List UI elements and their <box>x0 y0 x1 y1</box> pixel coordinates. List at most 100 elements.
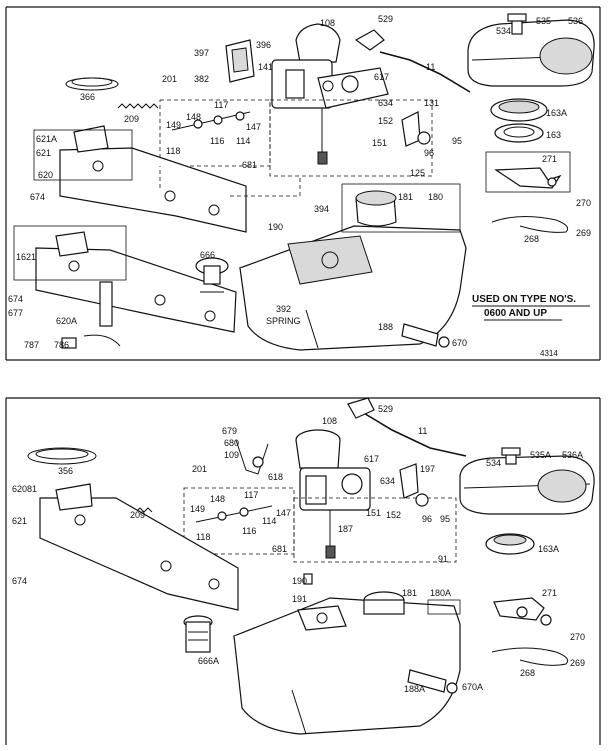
label-top-666: 666 <box>200 250 215 260</box>
label-top-269: 269 <box>576 228 591 238</box>
label-top-271: 271 <box>542 154 557 164</box>
air-filter-rings <box>490 98 548 143</box>
label-bot-536A: 536A <box>562 450 583 460</box>
carburetor-alt <box>295 429 371 559</box>
label-bot-209: 209 <box>130 510 145 520</box>
label-bot-163A: 163A <box>538 544 559 554</box>
label-bot-188A: 188A <box>404 684 425 694</box>
label-bot-11: 11 <box>418 426 427 436</box>
label-bot-151: 151 <box>366 508 381 518</box>
label-ref-4314: 4314 <box>540 349 558 358</box>
label-top-1621: 1621 <box>16 252 36 262</box>
label-top-151: 151 <box>372 138 387 148</box>
label-top-181: 181 <box>398 192 413 202</box>
label-bot-116: 116 <box>242 526 256 536</box>
label-bot-634: 634 <box>380 476 395 486</box>
label-bot-191: 191 <box>292 594 307 604</box>
label-bot-197: 197 <box>420 464 435 474</box>
label-bot-62081: 62081 <box>12 484 37 494</box>
air-filter-ring-alt <box>485 533 535 555</box>
label-bot-149: 149 <box>190 504 205 514</box>
label-top-621A: 621A <box>36 134 57 144</box>
label-top-95: 95 <box>452 136 462 146</box>
label-top-786: 786 <box>54 340 69 350</box>
governor-spring <box>117 103 159 109</box>
cable-alt <box>491 647 569 666</box>
label-top-621: 621 <box>36 148 51 158</box>
label-bot-181: 181 <box>402 588 417 598</box>
label-top-382: 382 <box>194 74 209 84</box>
label-top-681: 681 <box>242 160 257 170</box>
air-cleaner-cover <box>467 13 595 87</box>
label-top-394: 394 <box>314 204 329 214</box>
fuel-strainer-alt <box>183 615 213 653</box>
control-plate-bottom <box>39 483 239 611</box>
bottom-labels: 529 108 679 680 11 109 534 535A 536A 356… <box>12 404 585 694</box>
label-bot-679: 679 <box>222 426 237 436</box>
label-top-536: 536 <box>568 16 583 26</box>
label-bot-147: 147 <box>276 508 291 518</box>
label-top-620: 620 <box>38 170 53 180</box>
control-plate-alt <box>35 231 237 333</box>
label-top-190: 190 <box>268 222 283 232</box>
label-bot-681: 681 <box>272 544 287 554</box>
linkage-box-alt <box>183 487 295 555</box>
label-bot-180A: 180A <box>430 588 451 598</box>
label-bot-114: 114 <box>262 516 276 526</box>
usage-note-line1: USED ON TYPE NO'S. <box>472 294 576 305</box>
label-bot-95: 95 <box>440 514 450 524</box>
label-bot-187: 187 <box>338 524 353 534</box>
label-bot-674: 674 <box>12 576 27 586</box>
label-top-674: 674 <box>30 192 45 202</box>
label-top-116: 116 <box>210 136 224 146</box>
label-top-270: 270 <box>576 198 591 208</box>
top-assembly <box>5 6 601 361</box>
label-top-392: 392 <box>276 304 291 314</box>
label-top-677: 677 <box>8 308 23 318</box>
bottom-assembly <box>5 397 601 745</box>
label-bot-666A: 666A <box>198 656 219 666</box>
label-top-125: 125 <box>410 168 425 178</box>
label-top-149: 149 <box>166 120 181 130</box>
label-bot-91: 91 <box>438 554 448 564</box>
label-top-620A: 620A <box>56 316 77 326</box>
label-bot-201: 201 <box>192 464 207 474</box>
label-bot-118: 118 <box>196 532 210 542</box>
label-bot-268: 268 <box>520 668 535 678</box>
label-bot-108: 108 <box>322 416 337 426</box>
fuel-tank <box>238 183 467 351</box>
label-bot-269: 269 <box>570 658 585 668</box>
cable <box>491 215 569 233</box>
fuel-pipe <box>379 51 471 93</box>
label-top-201: 201 <box>162 74 177 84</box>
label-bot-270: 270 <box>570 632 585 642</box>
label-top-534: 534 <box>496 26 511 36</box>
control-bracket <box>485 151 571 193</box>
label-top-163A: 163A <box>546 108 567 118</box>
label-bot-529: 529 <box>378 404 393 414</box>
label-top-180: 180 <box>428 192 443 202</box>
label-top-268: 268 <box>524 234 539 244</box>
label-bot-148: 148 <box>210 494 225 504</box>
label-top-11: 11 <box>426 62 435 72</box>
label-top-152: 152 <box>378 116 393 126</box>
label-top-535: 535 <box>536 16 551 26</box>
label-top-634: 634 <box>378 98 393 108</box>
label-top-141: 141 <box>258 62 273 72</box>
mounting-block <box>225 39 255 83</box>
label-top-118: 118 <box>166 146 180 156</box>
label-bot-152: 152 <box>386 510 401 520</box>
label-bot-96: 96 <box>422 514 432 524</box>
spring-label: SPRING <box>266 316 301 326</box>
label-top-397: 397 <box>194 48 209 58</box>
label-top-209: 209 <box>124 114 139 124</box>
label-bot-117: 117 <box>244 490 258 500</box>
label-bot-356: 356 <box>58 466 73 476</box>
fuel-strainer <box>195 257 229 293</box>
label-bot-271: 271 <box>542 588 557 598</box>
label-top-787: 787 <box>24 340 39 350</box>
label-top-108: 108 <box>320 18 335 28</box>
fuel-pipe-alt <box>361 411 467 457</box>
label-top-96: 96 <box>424 148 434 158</box>
